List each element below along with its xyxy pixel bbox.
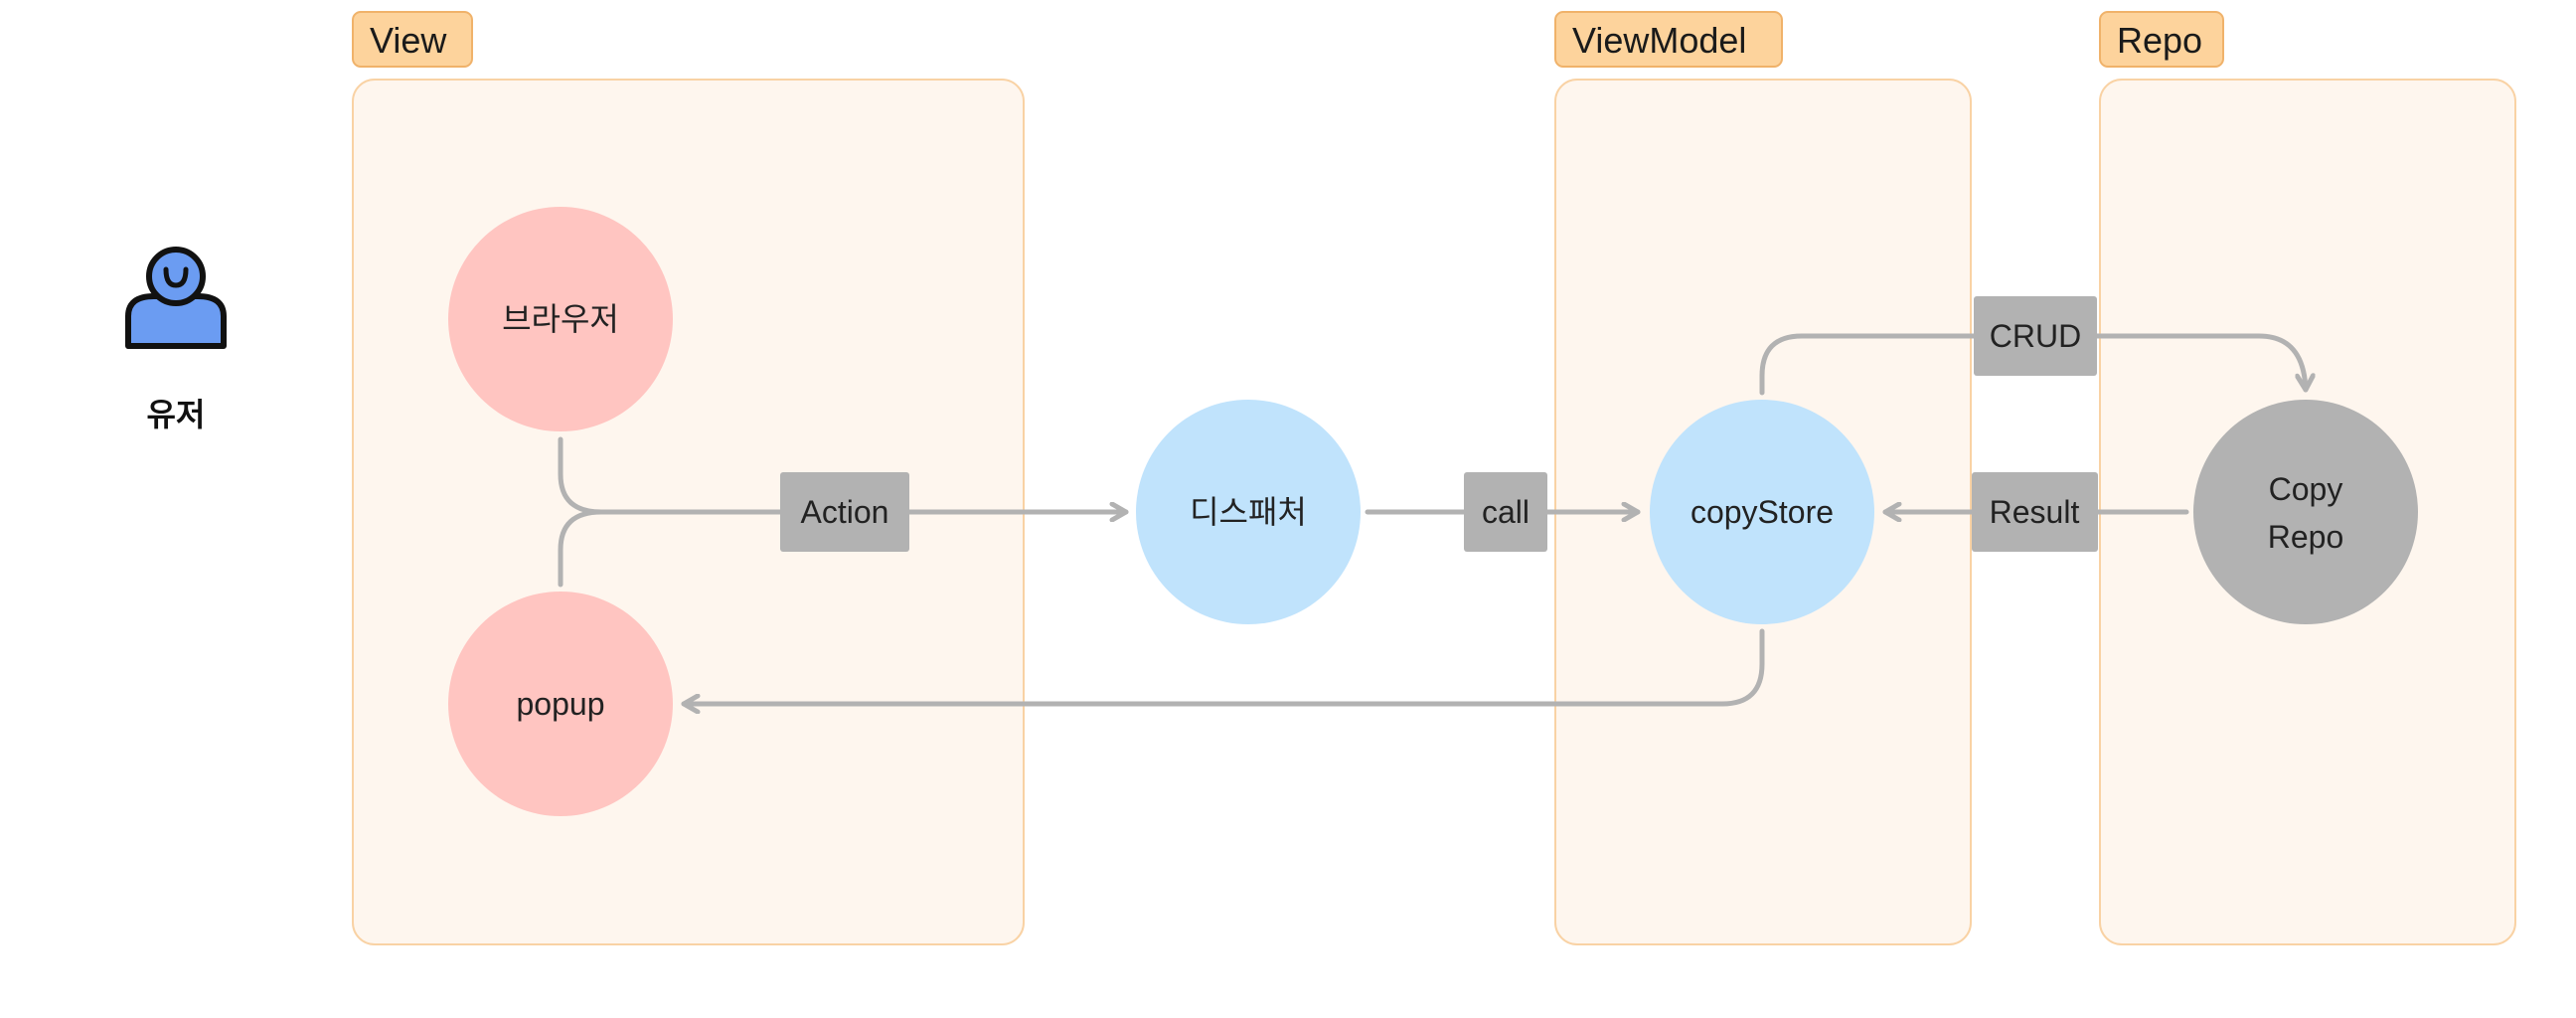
user-label: 유저 — [147, 397, 206, 432]
crud-edge-label-text: CRUD — [1990, 318, 2081, 354]
result-edge-label-text: Result — [1990, 494, 2080, 530]
repo-group-label: Repo — [2117, 20, 2202, 61]
user-icon — [125, 247, 227, 349]
result-edge-label: Result — [1972, 472, 2098, 552]
copyrepo-node-label-line1: Copy — [2269, 471, 2343, 507]
copyrepo-node-label-line2: Repo — [2268, 519, 2344, 555]
edge-popup-branch — [558, 509, 604, 588]
dispatcher-node-label: 디스패처 — [1190, 494, 1307, 530]
view-group-label: View — [370, 20, 447, 61]
copystore-node-label: copyStore — [1690, 494, 1834, 530]
popup-node-label: popup — [517, 686, 605, 722]
view-group-tag: View — [352, 11, 473, 68]
action-edge-label-text: Action — [801, 494, 889, 530]
call-edge-label-text: call — [1482, 494, 1530, 530]
call-edge-label: call — [1464, 472, 1547, 552]
repo-group-tag: Repo — [2099, 11, 2224, 68]
popup-node: popup — [448, 592, 673, 816]
viewmodel-group-tag: ViewModel — [1554, 11, 1783, 68]
browser-node: 브라우저 — [448, 207, 673, 431]
crud-edge-label: CRUD — [1974, 296, 2097, 376]
edge-store-to-popup — [681, 628, 1765, 704]
copyrepo-node: Copy Repo — [2193, 400, 2418, 624]
dispatcher-node: 디스패처 — [1136, 400, 1361, 624]
action-edge-label: Action — [780, 472, 909, 552]
browser-node-label: 브라우저 — [502, 301, 619, 337]
viewmodel-group-label: ViewModel — [1572, 20, 1746, 61]
copystore-node: copyStore — [1650, 400, 1874, 624]
